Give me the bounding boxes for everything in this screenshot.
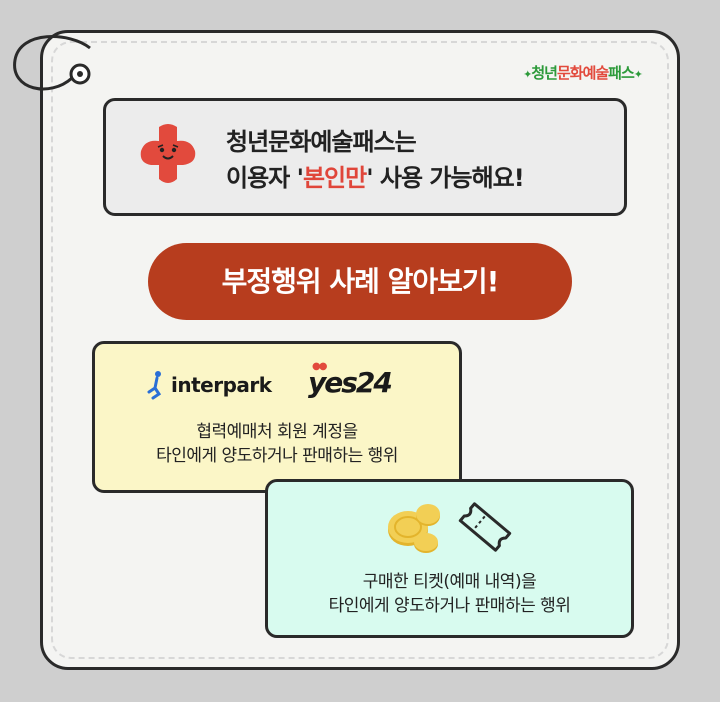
case-box-ticket: 구매한 티켓(예매 내역)을 타인에게 양도하거나 판매하는 행위 xyxy=(265,479,634,638)
case1-line1: 협력예매처 회원 계정을 xyxy=(196,422,358,442)
yes24-dots-icon: ●● xyxy=(312,361,328,372)
interpark-runner-icon xyxy=(147,371,162,400)
cross-mascot-icon xyxy=(140,124,196,183)
notice-line2: 이용자 '본인만' 사용 가능해요! xyxy=(226,160,525,196)
case2-line2: 타인에게 양도하거나 판매하는 행위 xyxy=(328,596,571,616)
case2-description: 구매한 티켓(예매 내역)을 타인에게 양도하거나 판매하는 행위 xyxy=(268,570,631,618)
hang-loop-icon xyxy=(13,35,91,91)
yes24-logo: ●● yes24 xyxy=(308,361,393,399)
card-dashed-border xyxy=(51,41,669,659)
notice-text: 청년문화예술패스는 이용자 '본인만' 사용 가능해요! xyxy=(226,124,525,196)
brand-part2: 문화예술 xyxy=(556,64,609,82)
brand-part3: 패스 xyxy=(608,64,635,82)
interpark-logo-text: interpark xyxy=(171,373,272,397)
notice-line1: 청년문화예술패스는 xyxy=(226,128,417,156)
case2-line1: 구매한 티켓(예매 내역)을 xyxy=(362,572,537,592)
notice-line2-prefix: 이용자 ' xyxy=(226,164,304,192)
sparkle-icon: ✦ xyxy=(633,68,643,81)
notice-line2-suffix: ' 사용 가능해요! xyxy=(366,164,524,192)
brand-logo: ✦청년문화예술패스✦ xyxy=(523,62,643,83)
case1-line2: 타인에게 양도하거나 판매하는 행위 xyxy=(156,446,398,466)
partner-logos: interpark ●● yes24 xyxy=(145,361,425,406)
yes24-logo-text: yes24 xyxy=(308,366,393,399)
ticket-icon xyxy=(458,502,512,552)
notice-highlight: 본인만 xyxy=(302,164,367,192)
case1-description: 협력예매처 회원 계정을 타인에게 양도하거나 판매하는 행위 xyxy=(95,420,459,468)
sparkle-icon: ✦ xyxy=(523,68,532,81)
section-heading: 부정행위 사례 알아보기! xyxy=(148,243,572,320)
coins-icon xyxy=(388,504,440,553)
brand-part1: 청년 xyxy=(531,64,558,82)
interpark-logo: interpark xyxy=(145,370,272,400)
notice-box: 청년문화예술패스는 이용자 '본인만' 사용 가능해요! xyxy=(103,98,627,216)
case-box-account: interpark ●● yes24 협력예매처 회원 계정을 타인에게 양도하… xyxy=(92,341,462,493)
